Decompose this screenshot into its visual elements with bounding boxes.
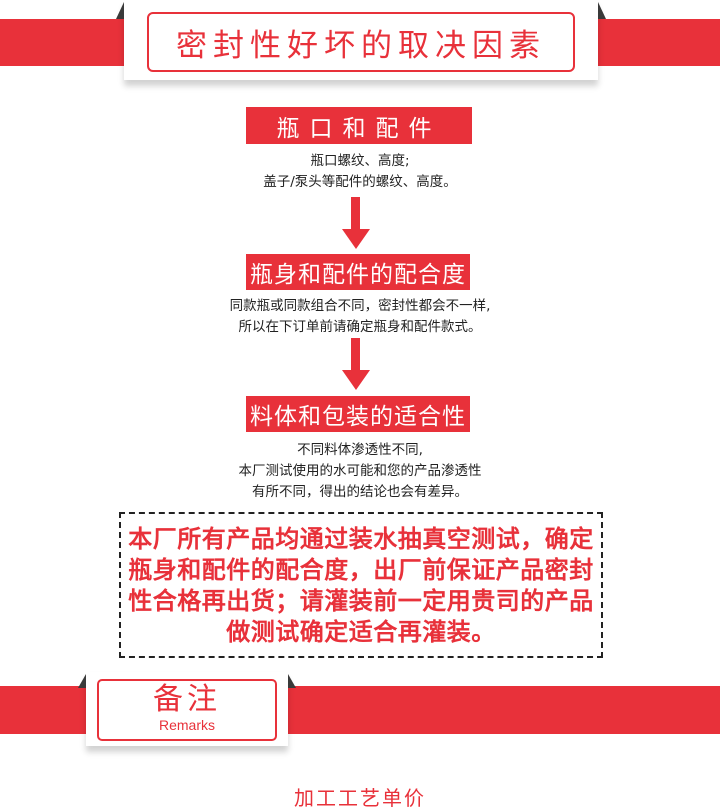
ribbon-fold-right (288, 674, 296, 688)
step-2-description: 同款瓶或同款组合不同，密封性都会不一样, 所以在下订单前请确定瓶身和配件款式。 (160, 296, 560, 338)
next-section-title: 加工工艺单价 (294, 786, 426, 810)
ribbon-fold-left (116, 2, 124, 19)
notice-text: 本厂所有产品均通过装水抽真空测试，确定 瓶身和配件的配合度，出厂前保证产品密封 … (127, 524, 595, 648)
step-1-line-2: 盖子/泵头等配件的螺纹、高度。 (263, 174, 457, 190)
page-title: 密封性好坏的取决因素 (147, 12, 575, 72)
step-1-line-1: 瓶口螺纹、高度; (310, 153, 410, 169)
remarks-title: 备注 (153, 682, 221, 717)
notice-line-2: 瓶身和配件的配合度，出厂前保证产品密封 (128, 556, 594, 584)
header-title-card: 密封性好坏的取决因素 (116, 0, 606, 80)
notice-line-1: 本厂所有产品均通过装水抽真空测试，确定 (128, 525, 594, 553)
step-3-line-3: 有所不同，得出的结论也会有差异。 (252, 484, 468, 500)
step-3-line-2: 本厂测试使用的水可能和您的产品渗透性 (238, 463, 482, 479)
remarks-heading: 备注 Remarks (97, 679, 277, 741)
step-3-title: 料体和包装的适合性 (246, 396, 470, 432)
ribbon-fold-right (598, 2, 606, 19)
remarks-subtitle: Remarks (158, 717, 215, 733)
down-arrow-icon (342, 338, 370, 390)
step-3-line-1: 不同料体渗透性不同, (297, 442, 423, 458)
step-1-description: 瓶口螺纹、高度; 盖子/泵头等配件的螺纹、高度。 (160, 151, 560, 193)
notice-box: 本厂所有产品均通过装水抽真空测试，确定 瓶身和配件的配合度，出厂前保证产品密封 … (119, 512, 603, 658)
step-2-title: 瓶身和配件的配合度 (246, 254, 470, 290)
step-3-description: 不同料体渗透性不同, 本厂测试使用的水可能和您的产品渗透性 有所不同，得出的结论… (160, 440, 560, 503)
step-2-line-2: 所以在下订单前请确定瓶身和配件款式。 (238, 319, 482, 335)
step-2-line-1: 同款瓶或同款组合不同，密封性都会不一样, (229, 298, 491, 314)
ribbon-fold-left (78, 674, 86, 688)
step-1-title: 瓶口和配件 (246, 107, 472, 144)
notice-line-4: 做测试确定适合再灌装。 (226, 618, 496, 646)
down-arrow-icon (342, 197, 370, 249)
remarks-card: 备注 Remarks (78, 672, 296, 746)
notice-line-3: 性合格再出货；请灌装前一定用贵司的产品 (128, 587, 594, 615)
